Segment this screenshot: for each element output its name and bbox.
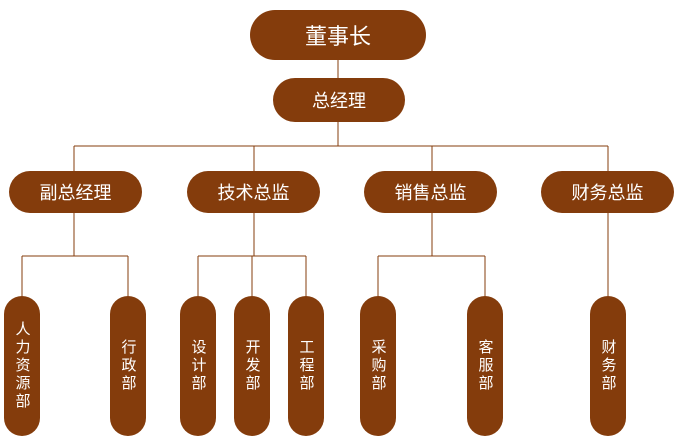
node-dept-hr: 人力资源部	[4, 296, 40, 436]
node-chairman: 董事长	[250, 10, 426, 60]
node-vice-gm: 副总经理	[9, 171, 142, 213]
node-sales-director: 销售总监	[364, 171, 497, 213]
node-finance-director: 财务总监	[541, 171, 674, 213]
node-dept-dev: 开发部	[234, 296, 270, 436]
node-tech-director: 技术总监	[187, 171, 320, 213]
node-dept-customer-service: 客服部	[467, 296, 503, 436]
node-dept-admin: 行政部	[110, 296, 146, 436]
node-dept-engineering: 工程部	[288, 296, 324, 436]
node-dept-design: 设计部	[180, 296, 216, 436]
node-dept-finance: 财务部	[590, 296, 626, 436]
node-dept-purchasing: 采购部	[360, 296, 396, 436]
node-general-manager: 总经理	[273, 78, 405, 122]
